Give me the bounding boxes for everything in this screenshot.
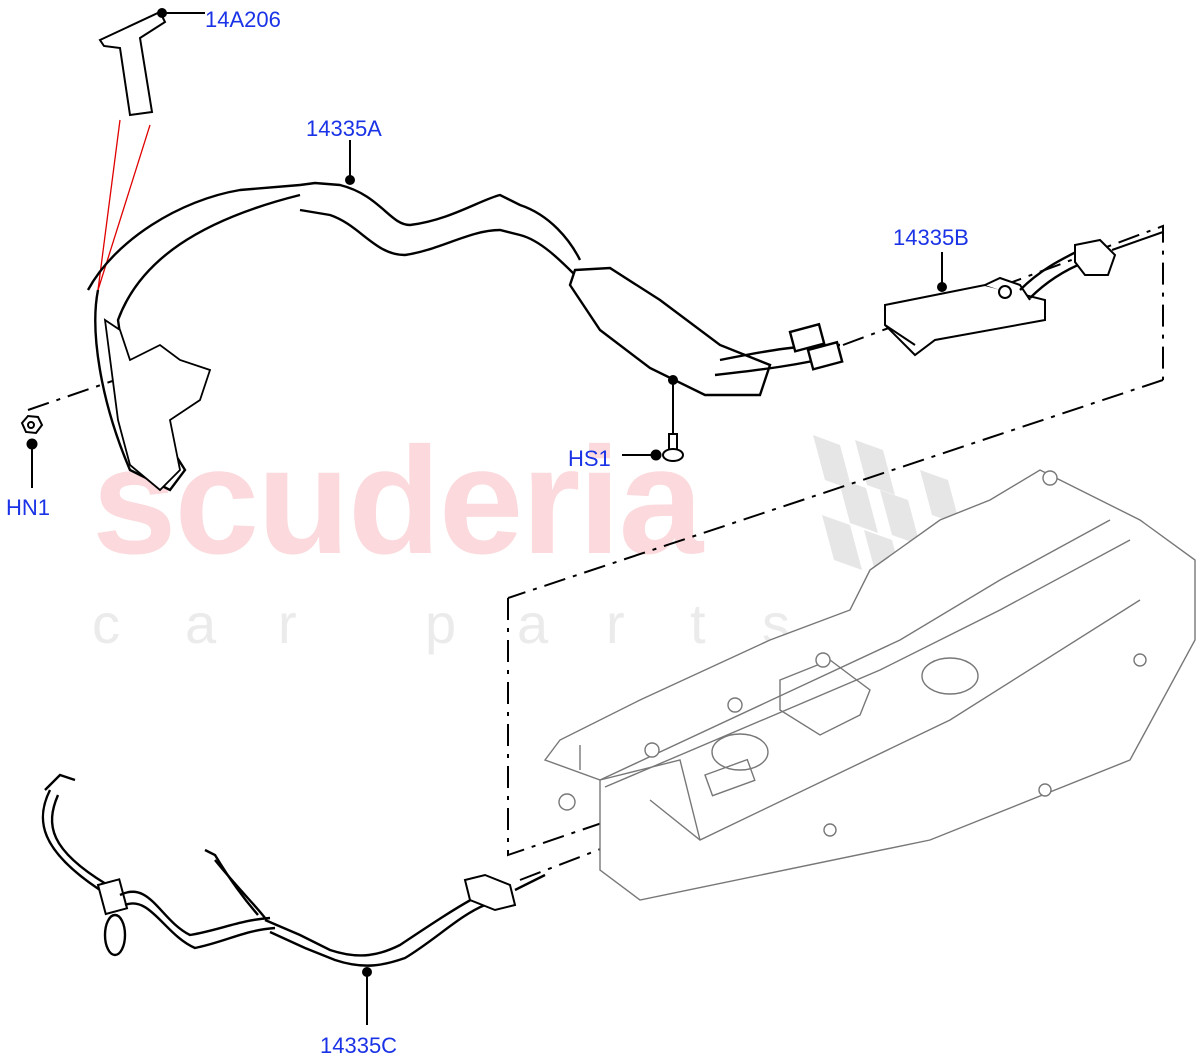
watermark-letter: a xyxy=(517,592,549,655)
callout-14335B[interactable]: 14335B xyxy=(893,225,969,250)
watermark-letter: c xyxy=(92,592,120,655)
callout-14A206[interactable]: 14A206 xyxy=(205,7,281,32)
part-14335A xyxy=(86,140,844,492)
part-14335B xyxy=(884,231,1164,357)
callout-HN1[interactable]: HN1 xyxy=(6,495,51,520)
part-HS1 xyxy=(622,375,684,462)
watermark-letter: a xyxy=(185,592,217,655)
watermark-letter: p xyxy=(425,592,457,655)
battery-pack-outline xyxy=(543,469,1196,901)
part-14335C xyxy=(41,773,546,1025)
part-14A206 xyxy=(98,8,205,117)
callout-14335C[interactable]: 14335C xyxy=(320,1033,398,1058)
callout-HS1[interactable]: HS1 xyxy=(568,446,611,471)
callout-14335A[interactable]: 14335A xyxy=(306,116,382,141)
watermark-letter: t xyxy=(690,592,706,655)
watermark-letter: r xyxy=(278,592,297,655)
watermark-letter: r xyxy=(606,592,625,655)
watermark-scuderia: scuderia xyxy=(92,416,703,586)
part-HN1 xyxy=(20,414,44,488)
